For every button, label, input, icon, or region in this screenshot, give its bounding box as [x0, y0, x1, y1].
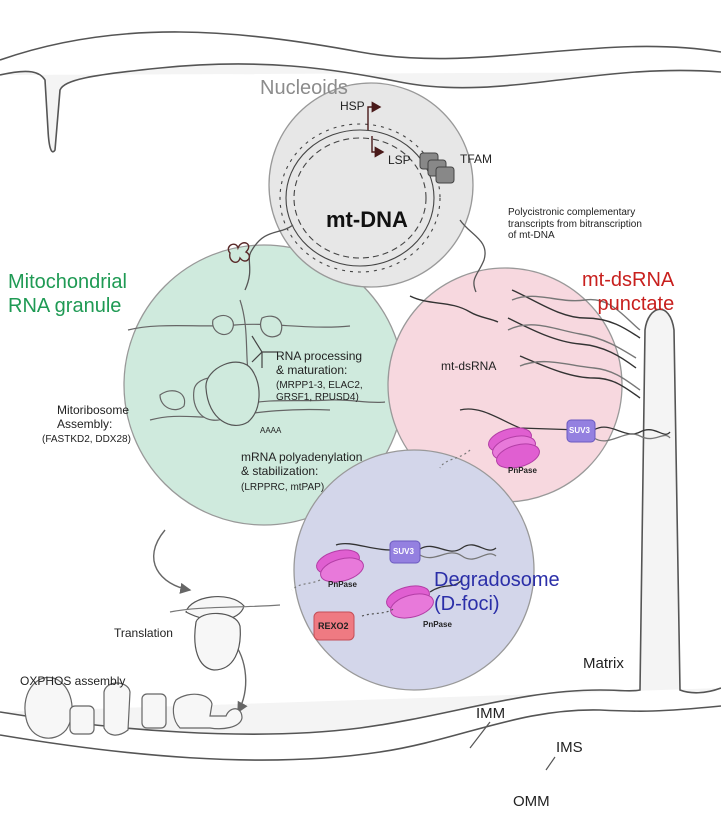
mitoribosome-genes: (FASTKD2, DDX28): [42, 434, 131, 445]
degradosome-pnpase-label-2: PnPase: [423, 620, 452, 629]
lsp-label: LSP: [388, 153, 411, 167]
dsrna-title: mt-dsRNA punctate: [582, 269, 675, 315]
polya-genes: (LRPPRC, mtPAP): [241, 482, 325, 493]
mt-dsrna-label: mt-dsRNA: [441, 359, 497, 373]
dsrna-suv3-label: SUV3: [569, 426, 590, 435]
rexo2-label: REXO2: [318, 621, 349, 631]
omm-label: OMM: [513, 793, 550, 810]
dsrna-helices: [409, 289, 641, 399]
polya-title: mRNA polyadenylation & stabilization:: [241, 450, 363, 478]
top-membrane: [0, 31, 721, 153]
tfam-proteins: [419, 152, 455, 184]
dsrna-pnpase-label: PnPase: [508, 466, 537, 475]
rna-processing-title: RNA processing & maturation:: [276, 349, 363, 377]
degradosome-pnpase-label-1: PnPase: [328, 580, 357, 589]
mtdna-ring: [279, 123, 441, 273]
granule-ribosome: [205, 361, 260, 427]
nucleoids-title: Nucleoids: [260, 77, 348, 99]
dsrna-complex: [439, 408, 671, 469]
granule-title: Mitochondrial RNA granule: [8, 271, 127, 317]
nucleoid-circle: [268, 82, 474, 288]
transcript-strands: [244, 219, 486, 293]
rna-processing-genes: (MRPP1-3, ELAC2, GRSF1, RPUSD4): [276, 380, 363, 403]
transcripts-note: Polycistronic complementary transcripts …: [508, 207, 642, 241]
oxphos-complexes: [24, 676, 243, 739]
matrix-label: Matrix: [583, 655, 624, 672]
imm-label: IMM: [476, 705, 506, 722]
bottom-membrane: [0, 308, 721, 771]
tfam-label: TFAM: [460, 152, 492, 166]
oxphos-label: OXPHOS assembly: [20, 674, 126, 688]
translation-label: Translation: [114, 626, 173, 640]
hsp-label: HSP: [340, 99, 365, 113]
mitoribosome-title: Mitoribosome Assembly:: [57, 403, 130, 431]
degradosome-complex: [291, 540, 497, 641]
trna-shape: [227, 242, 250, 263]
polya-tail: AAAA: [260, 426, 282, 435]
ims-label: IMS: [556, 739, 583, 756]
mtdna-label: mt-DNA: [326, 207, 408, 232]
promoter-arrows: [367, 101, 385, 158]
degradosome-title: Degradosome (D-foci): [434, 569, 560, 615]
translation-ribosome: [169, 596, 281, 671]
degradosome-suv3-label: SUV3: [393, 547, 414, 556]
